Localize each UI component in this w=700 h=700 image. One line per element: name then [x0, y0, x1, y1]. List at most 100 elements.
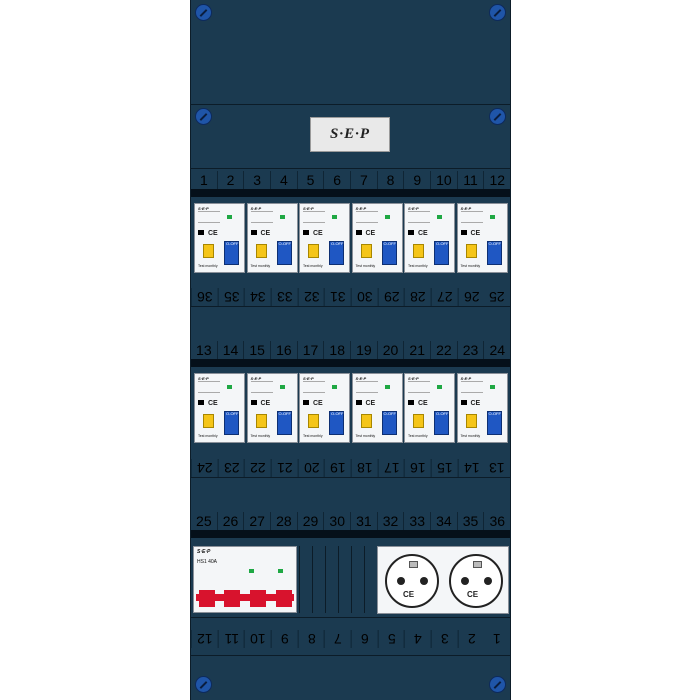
main-switch-lever[interactable]: [276, 590, 292, 607]
rating-box: [250, 230, 257, 235]
breaker-lever[interactable]: [434, 241, 449, 265]
circuit-number: 20: [297, 459, 325, 477]
circuit-number: 16: [404, 459, 432, 477]
circuit-number: 6: [324, 171, 352, 189]
breaker-lever[interactable]: [224, 411, 239, 435]
rating-box: [198, 230, 204, 235]
test-monthly-label: Test monthly: [303, 434, 323, 438]
rating-box: [408, 400, 414, 405]
test-button[interactable]: [360, 244, 372, 258]
test-button[interactable]: [465, 414, 477, 428]
test-button[interactable]: [308, 414, 319, 428]
status-indicator: [384, 215, 390, 219]
rating-box: [355, 400, 362, 405]
power-socket[interactable]: CE: [385, 554, 439, 608]
test-button[interactable]: [360, 414, 372, 428]
ce-mark: CE: [403, 590, 415, 599]
main-switch-lever[interactable]: [250, 590, 266, 607]
circuit-number: 23: [458, 341, 485, 359]
rating-box: [460, 400, 467, 405]
circuit-number: 4: [404, 630, 432, 648]
breaker-lever[interactable]: [381, 411, 397, 435]
ce-mark: CE: [470, 230, 481, 237]
ce-mark: CE: [208, 400, 218, 407]
circuit-number: 11: [458, 171, 485, 189]
blank-cover: [325, 546, 339, 613]
circuit-number: 7: [324, 630, 352, 648]
breaker-off-label: O-OFF: [488, 411, 501, 416]
test-button[interactable]: [203, 244, 214, 258]
rail-gap: [191, 189, 510, 197]
circuit-number: 2: [457, 630, 485, 648]
circuit-number: 15: [244, 341, 272, 359]
circuit-number: 1: [493, 631, 502, 647]
main-switch-lever[interactable]: [199, 590, 215, 607]
test-button[interactable]: [413, 244, 424, 258]
circuit-number: 6: [351, 630, 378, 648]
circuit-number: 27: [244, 512, 272, 530]
main-switch-lever[interactable]: [224, 590, 240, 607]
main-switch-lever-bar[interactable]: [196, 594, 294, 601]
screw-icon: [195, 108, 212, 125]
screw-icon: [195, 4, 212, 21]
breaker-lever[interactable]: [276, 411, 292, 435]
rail-gap: [191, 530, 510, 538]
circuit-number: 28: [271, 512, 298, 530]
breaker-lever[interactable]: [329, 411, 344, 435]
circuit-number: 26: [218, 512, 245, 530]
circuit-number: 10: [431, 171, 458, 189]
circuit-number: 17: [298, 341, 325, 359]
breaker-brand: S·E·P: [355, 376, 367, 381]
circuit-number: 16: [271, 341, 298, 359]
test-button[interactable]: [465, 244, 477, 258]
breaker-lever[interactable]: [486, 241, 502, 265]
circuit-number: 3: [244, 171, 272, 189]
test-button[interactable]: [413, 414, 424, 428]
status-indicator: [249, 569, 254, 573]
breaker-spec-text: [408, 381, 430, 393]
cover-divider: [191, 617, 510, 618]
circuit-number: 2: [218, 171, 245, 189]
breaker-lever[interactable]: [486, 411, 502, 435]
power-socket[interactable]: CE: [449, 554, 503, 608]
circuit-number: 10: [244, 630, 272, 648]
circuit-number: 20: [378, 341, 405, 359]
test-button[interactable]: [255, 244, 267, 258]
test-button[interactable]: [203, 414, 214, 428]
breaker-lever[interactable]: [224, 241, 239, 265]
breaker-lever[interactable]: [434, 411, 449, 435]
brand-logo: S·E·P: [329, 126, 370, 142]
test-button[interactable]: [255, 414, 267, 428]
circuit-number: 27: [431, 288, 458, 306]
ce-mark: CE: [470, 400, 481, 407]
breaker-brand: S·E·P: [460, 376, 472, 381]
socket-hole: [420, 577, 428, 585]
breaker-lever[interactable]: [276, 241, 292, 265]
breaker-off-label: O-OFF: [226, 241, 239, 246]
breaker-brand: S·E·P: [198, 376, 209, 381]
status-indicator: [489, 215, 495, 219]
circuit-number: 36: [489, 513, 506, 529]
ce-mark: CE: [418, 230, 428, 237]
breaker-lever[interactable]: [329, 241, 344, 265]
ce-mark: CE: [260, 400, 271, 407]
main-switch[interactable]: S·E·P HS1 40A: [193, 546, 297, 613]
breaker-lever[interactable]: [381, 241, 397, 265]
breaker-brand: S·E·P: [460, 206, 472, 211]
test-monthly-label: Test monthly: [460, 264, 481, 268]
test-button[interactable]: [308, 244, 319, 258]
